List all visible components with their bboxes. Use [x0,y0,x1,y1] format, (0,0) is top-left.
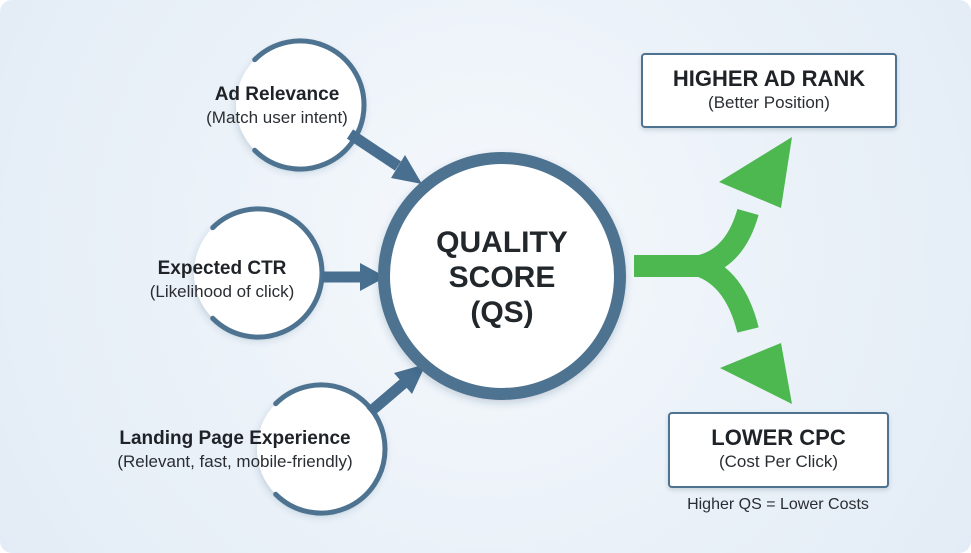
input-arrow-3 [366,364,426,417]
input-label-landing-page: Landing Page Experience (Relevant, fast,… [90,427,380,473]
input-arrow-1 [346,129,422,184]
input-title: Expected CTR [157,258,287,279]
output-subtitle: (Better Position) [708,93,830,112]
output-title: HIGHER AD RANK [672,66,866,91]
center-line-1: QUALITY [436,226,568,259]
input-circle-ad-relevance [236,38,367,172]
footnote: Higher QS = Lower Costs [687,496,869,513]
input-subtitle: (Likelihood of click) [149,282,295,301]
input-label-expected-ctr: Expected CTR (Likelihood of click) [120,257,324,303]
input-circle-landing-page [257,382,388,516]
quality-score-label: QUALITY SCORE (QS) [382,225,622,330]
input-title: Ad Relevance [214,84,340,105]
output-title: LOWER CPC [711,425,846,450]
output-subtitle: (Cost Per Click) [718,452,838,471]
input-title: Landing Page Experience [119,428,351,449]
input-subtitle: (Relevant, fast, mobile-friendly) [117,452,353,471]
quality-score-circle [378,152,626,400]
input-arrow-2 [322,263,386,291]
center-line-3: (QS) [470,296,534,329]
center-line-2: SCORE [448,261,556,294]
input-label-ad-relevance: Ad Relevance (Match user intent) [170,83,384,129]
output-arrow-higher-ad-rank [634,137,792,277]
output-box-higher-ad-rank: HIGHER AD RANK (Better Position) [641,53,897,128]
output-arrow-lower-cpc [695,255,792,404]
input-subtitle: (Match user intent) [206,108,348,127]
output-box-lower-cpc: LOWER CPC (Cost Per Click) [668,412,889,488]
